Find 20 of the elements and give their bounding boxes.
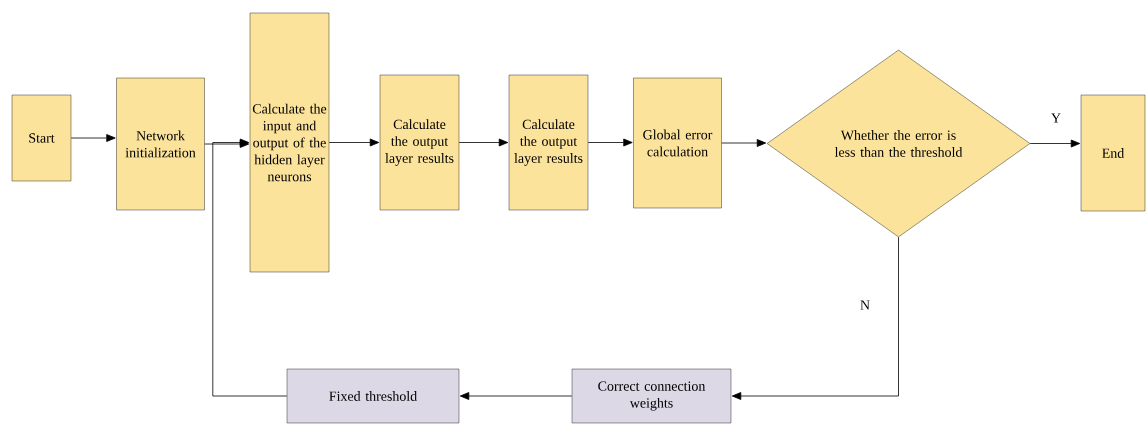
- arrow: [328, 138, 380, 147]
- arrow: [459, 392, 573, 400]
- arrow: [721, 139, 767, 147]
- arrow: [731, 236, 899, 400]
- arrow: [70, 134, 116, 142]
- process-box: Start: [11, 94, 72, 182]
- arrow: [1029, 139, 1081, 148]
- process-box: Correct connection weights: [571, 368, 732, 424]
- process-box: Fixed threshold: [286, 368, 460, 424]
- process-box: Calculate the output layer results: [508, 74, 589, 211]
- edge-label: Y: [1049, 112, 1063, 124]
- arrow: [212, 138, 288, 397]
- process-box: Global error calculation: [633, 77, 722, 209]
- process-box: End: [1080, 94, 1146, 212]
- process-box: Calculate the output layer results: [379, 74, 460, 211]
- process-box: Calculate the input and output of the hidden layer neurons: [249, 12, 330, 273]
- arrow: [458, 138, 509, 147]
- arrow: [587, 138, 633, 147]
- process-box: Network initialization: [116, 77, 205, 211]
- edge-label: N: [858, 299, 872, 311]
